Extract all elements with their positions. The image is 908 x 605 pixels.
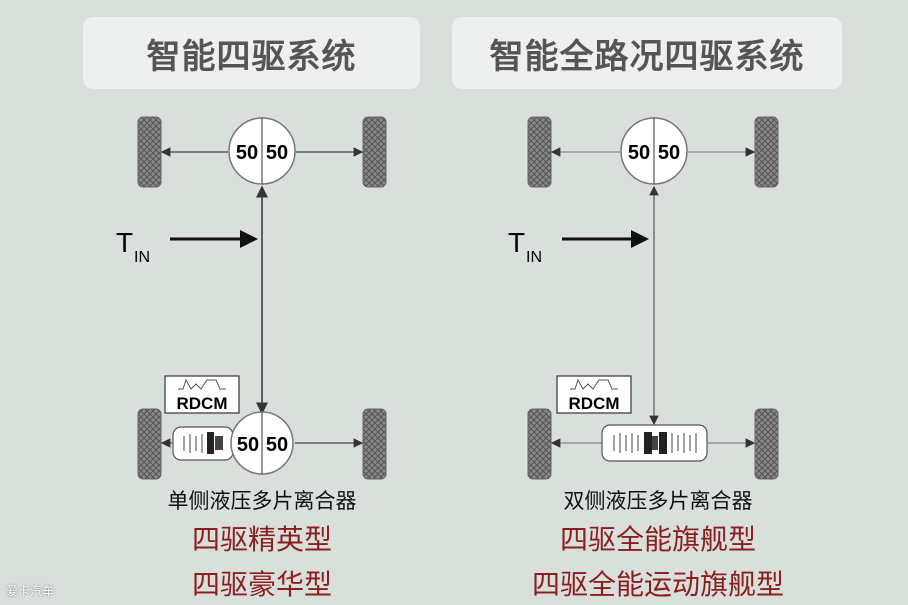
torque-input-label: T [508,227,525,258]
rdcm-label: RDCM [569,394,620,413]
rdcm-module [556,375,632,414]
left-variant-2: 四驱豪华型 [191,568,332,601]
torque-input-label: T [116,227,133,258]
wheel-rear-right [754,408,779,480]
torque-input-subscript: IN [134,249,150,266]
rdcm-module [164,375,240,414]
wheel-front-left [137,116,162,188]
left-variant-1: 四驱精英型 [191,523,332,556]
left-clutch-caption: 单侧液压多片离合器 [167,489,357,513]
wheel-rear-right [362,408,387,480]
left-diagram: 50 50 T IN RDCM 50 50 [116,116,387,480]
right-variant-1: 四驱全能旗舰型 [559,523,756,556]
clutch-pack-single [172,426,234,461]
rear-diff-left-value: 50 [237,434,259,456]
wheel-rear-left [527,408,552,480]
rdcm-label: RDCM [177,394,228,413]
right-variant-2: 四驱全能运动旗舰型 [531,568,784,601]
torque-input-subscript: IN [526,249,542,266]
front-diff-right-value: 50 [266,142,288,164]
wheel-rear-left [137,408,162,480]
right-diagram: 50 50 T IN RDCM [508,116,779,480]
front-diff-left-value: 50 [628,142,650,164]
front-diff-left-value: 50 [236,142,258,164]
wheel-front-right [754,116,779,188]
watermark: 爱卡汽车 [6,584,55,598]
left-panel-title: 智能四驱系统 [83,17,420,89]
right-panel-title: 智能全路况四驱系统 [452,17,842,89]
right-clutch-caption: 双侧液压多片离合器 [563,489,753,513]
wheel-front-left [527,116,552,188]
rear-diff-right-value: 50 [266,434,288,456]
wheel-front-right [362,116,387,188]
front-diff-right-value: 50 [658,142,680,164]
